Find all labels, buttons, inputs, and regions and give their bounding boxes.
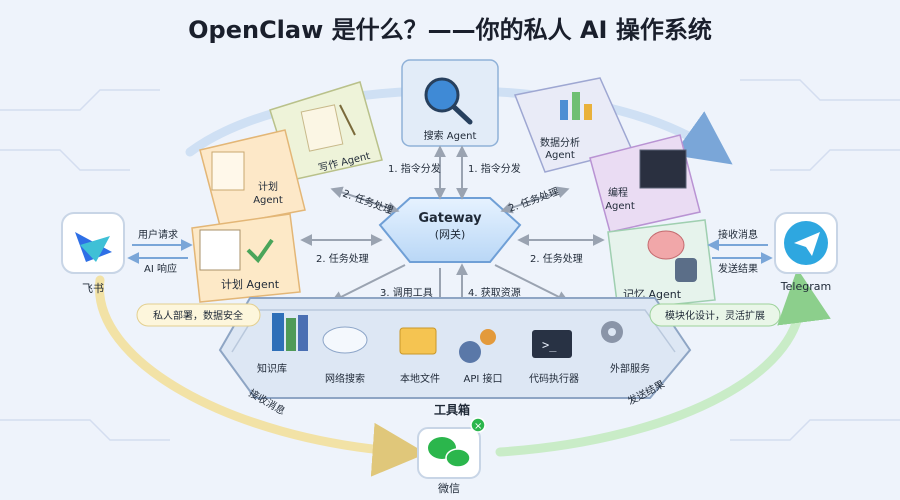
magnifier-icon: [424, 77, 460, 113]
agent-code-label-1: 编程: [608, 186, 628, 199]
database-icon: [675, 258, 697, 282]
platform-wechat[interactable]: × 微信: [417, 417, 486, 495]
tool-code-runner[interactable]: >_ 代码执行器: [529, 330, 579, 385]
note-private: 私人部署，数据安全: [136, 303, 261, 327]
checklist-icon: [211, 151, 245, 191]
agent-plan-small-label-1: 计划: [258, 180, 278, 193]
agent-analysis-label-2: Agent: [545, 150, 575, 161]
note-modular-text: 模块化设计，灵活扩展: [665, 309, 765, 322]
tool-api-label: API 接口: [464, 372, 503, 385]
svg-text:>_: >_: [542, 338, 557, 352]
toolbox-title: 工具箱: [434, 402, 470, 417]
agent-gateway-arrows: [300, 145, 605, 315]
gateway-hub[interactable]: Gateway (网关): [378, 197, 522, 263]
cloud-sync-icon: [322, 326, 368, 354]
tool-external-services-label: 外部服务: [610, 362, 650, 375]
telegram-send: 发送结果: [718, 262, 758, 275]
agent-search[interactable]: 搜索 Agent: [401, 59, 499, 147]
agent-plan-small-label-2: Agent: [253, 195, 283, 206]
tool-code-runner-label: 代码执行器: [529, 372, 579, 385]
platform-feishu[interactable]: 飞书: [61, 212, 125, 295]
feishu-response: AI 响应: [144, 262, 177, 275]
agent-code[interactable]: 编程 Agent: [589, 134, 701, 233]
brain-icon: [647, 230, 685, 260]
books-icon: [272, 313, 284, 351]
tool-knowledge-base[interactable]: 知识库: [257, 313, 308, 375]
wechat-name: 微信: [438, 481, 460, 495]
agent-search-label: 搜索 Agent: [424, 129, 477, 142]
feishu-request: 用户请求: [138, 228, 178, 241]
background-circuit-lines: [0, 79, 900, 441]
agent-plan-small[interactable]: 计划 Agent: [199, 129, 306, 227]
agent-plan[interactable]: 计划 Agent: [191, 213, 301, 303]
telegram-name: Telegram: [780, 280, 831, 293]
tool-local-files-label: 本地文件: [400, 372, 440, 385]
flow-task-upper-right: 2. 任务处理: [507, 185, 561, 215]
tool-knowledge-base-label: 知识库: [257, 362, 287, 375]
close-badge-icon: [470, 417, 486, 433]
flow-task-upper-left: 2. 任务处理: [341, 187, 395, 217]
agent-analysis-label-1: 数据分析: [540, 136, 580, 149]
feishu-arrows: [127, 239, 193, 264]
tool-web-search-label: 网络搜索: [325, 372, 365, 385]
flow-task-left: 2. 任务处理: [316, 252, 369, 265]
tool-external-services[interactable]: 外部服务: [601, 321, 650, 375]
document-icon: [300, 104, 344, 152]
telegram-receive: 接收消息: [718, 228, 758, 241]
tool-local-files[interactable]: 本地文件: [399, 327, 440, 385]
gears-icon: [459, 341, 481, 363]
svg-text:×: ×: [474, 421, 482, 432]
quill-icon: [339, 104, 356, 136]
gateway-name: Gateway: [418, 211, 482, 226]
feishu-name: 飞书: [82, 282, 104, 295]
flow-get-resources: 4. 获取资源: [468, 286, 521, 299]
flow-task-right: 2. 任务处理: [530, 252, 583, 265]
gateway-sub: (网关): [435, 227, 466, 241]
telegram-arrows: [707, 239, 773, 264]
bar-chart-icon: [560, 100, 568, 120]
tool-web-search[interactable]: 网络搜索: [322, 326, 368, 385]
folder-icon: [399, 327, 437, 355]
flow-dispatch-right: 1. 指令分发: [468, 162, 521, 175]
agent-memory[interactable]: 记忆 Agent: [607, 219, 716, 311]
note-modular: 模块化设计，灵活扩展: [649, 303, 781, 327]
tool-api[interactable]: API 接口: [459, 329, 503, 385]
code-editor-icon: [639, 149, 687, 189]
terminal-icon: [532, 330, 572, 358]
agent-code-label-2: Agent: [605, 201, 635, 212]
platform-telegram[interactable]: Telegram: [774, 212, 838, 293]
flow-dispatch-left: 1. 指令分发: [388, 162, 441, 175]
flow-call-tools: 3. 调用工具: [380, 287, 433, 299]
agent-plan-label: 计划 Agent: [221, 278, 280, 291]
calendar-icon: [199, 229, 241, 271]
checkmark-icon: [246, 238, 274, 264]
note-private-text: 私人部署，数据安全: [153, 309, 243, 322]
page-title: OpenClaw 是什么？——你的私人 AI 操作系统: [188, 16, 712, 44]
toolbox[interactable]: 工具箱: [218, 297, 692, 417]
